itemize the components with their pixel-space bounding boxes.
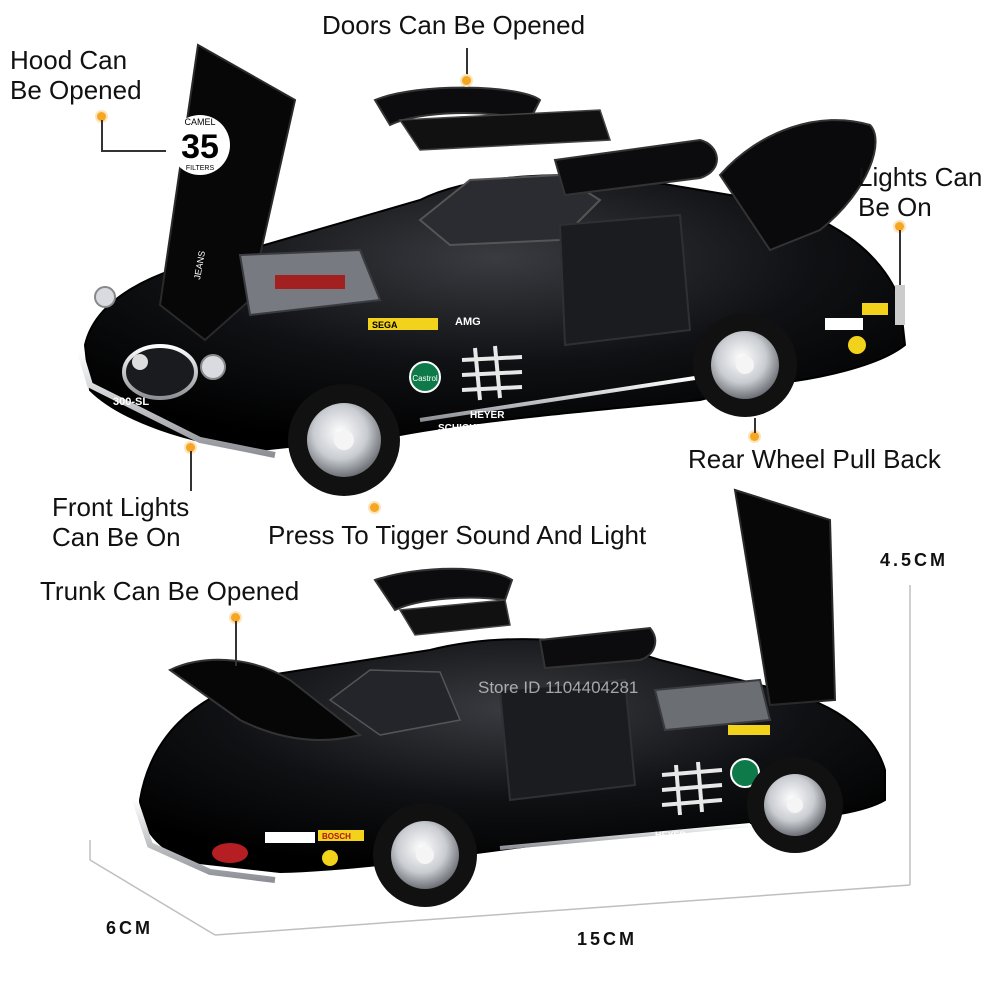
top-rear-wheel — [693, 313, 797, 417]
heyer-text: HEYER — [470, 410, 505, 421]
callout-trunk: Trunk Can Be Opened — [40, 576, 300, 606]
bottom-car-interior — [498, 678, 637, 802]
callout-rear-wheel-leader — [754, 418, 756, 433]
castrol-text: Castrol — [412, 374, 438, 383]
plate-text: 300-SL — [113, 396, 149, 408]
store-watermark: Store ID 1104404281 — [478, 678, 639, 697]
callout-front-lights-line2: Can Be On — [52, 522, 181, 552]
headlight-left — [94, 286, 116, 308]
bottom-car-window — [328, 669, 462, 736]
side-chrome-strip — [419, 376, 696, 422]
callout-doors: Doors Can Be Opened — [322, 10, 586, 40]
bottom-car-engine — [653, 678, 772, 732]
bottom-decal-round — [322, 850, 338, 866]
amg-text: AMG — [455, 316, 481, 328]
top-car-trunk-lid — [718, 119, 877, 252]
callout-sound-light: Press To Tigger Sound And Light — [268, 520, 647, 550]
hood-jeans-text: JEANS — [192, 250, 207, 280]
bosch-text: BOSCH — [322, 832, 351, 841]
mercedes-star — [132, 354, 148, 370]
bottom-decal-bosch — [318, 830, 364, 841]
dimension-height: 4.5CM — [880, 550, 949, 570]
decal-rear-1 — [825, 318, 863, 330]
decal-castrol — [409, 361, 441, 393]
callout-lights-line2: Be On — [858, 192, 932, 222]
bottom-car — [132, 488, 886, 907]
bottom-car-hood — [733, 488, 837, 707]
schickentanz-text: SCHICKENTANZ — [438, 423, 516, 434]
callout-hood-dot — [97, 112, 106, 121]
callout-hood-leader-v — [101, 120, 103, 150]
callout-front-lights-line1: Front Lights — [52, 492, 190, 522]
callout-trunk-leader — [235, 621, 237, 666]
top-car-door-left — [373, 86, 542, 127]
callout-front-lights-dot — [186, 443, 195, 452]
bottom-decal-sega — [728, 725, 770, 735]
dimension-box — [89, 585, 911, 936]
callout-doors-leader — [466, 48, 468, 78]
callout-rear-wheel: Rear Wheel Pull Back — [688, 444, 941, 474]
decal-rear-3 — [848, 336, 866, 354]
callout-hood-leader-h — [101, 150, 166, 152]
engine-detail — [275, 275, 345, 289]
decal-rear-2 — [862, 303, 888, 315]
bottom-rear-wheel — [373, 803, 477, 907]
hood-camel-text: CAMEL — [184, 117, 215, 127]
bottom-front-wheel — [747, 757, 843, 853]
callout-rear-wheel-dot — [750, 432, 759, 441]
bottom-taillight — [212, 843, 248, 863]
dimension-width: 6CM — [106, 918, 154, 938]
hood-filters-text: FILTERS — [186, 165, 215, 172]
top-car-door — [553, 138, 718, 197]
side-vent — [461, 345, 523, 401]
callout-front-lights-leader — [190, 451, 192, 491]
top-front-wheel — [288, 384, 400, 496]
callout-hood-line1: Hood Can — [10, 45, 128, 75]
bottom-car-door-left — [373, 567, 514, 612]
hood-number-roundel — [170, 115, 230, 175]
callout-lights-leader — [899, 230, 901, 285]
sega-text: SEGA — [372, 320, 398, 330]
callout-lights-dot — [895, 222, 904, 231]
bottom-side-vent — [661, 761, 723, 816]
callout-sound-light-dot — [370, 503, 379, 512]
callout-trunk-dot — [231, 613, 240, 622]
callout-hood-line2: Be Opened — [10, 75, 142, 105]
callout-lights-line1: Lights Can — [858, 162, 983, 192]
headlight-right — [200, 354, 226, 380]
front-bumper — [77, 351, 276, 458]
race-number-text: 35 — [181, 128, 219, 166]
top-car-windshield — [418, 173, 602, 247]
bottom-heyer-text: HEYER — [655, 830, 687, 840]
bottom-schickentanz-text: SCHICKENTANZ — [648, 842, 719, 852]
dimension-length: 15CM — [577, 929, 638, 949]
front-grille — [122, 344, 198, 400]
bottom-car-door-left-lower — [398, 599, 511, 636]
top-car-roof — [398, 109, 612, 151]
top-car — [77, 43, 907, 496]
bottom-decal-jeans — [265, 832, 315, 843]
callout-doors-dot — [462, 76, 471, 85]
bottom-decal-castrol — [730, 758, 760, 788]
top-car-interior — [558, 213, 692, 347]
rear-bumper — [132, 799, 276, 883]
bottom-car-trunk-lid — [168, 658, 363, 741]
bottom-car-door-right — [538, 626, 657, 670]
decal-sega — [368, 318, 438, 330]
taillight — [895, 285, 905, 325]
bottom-chrome-strip — [499, 823, 751, 850]
